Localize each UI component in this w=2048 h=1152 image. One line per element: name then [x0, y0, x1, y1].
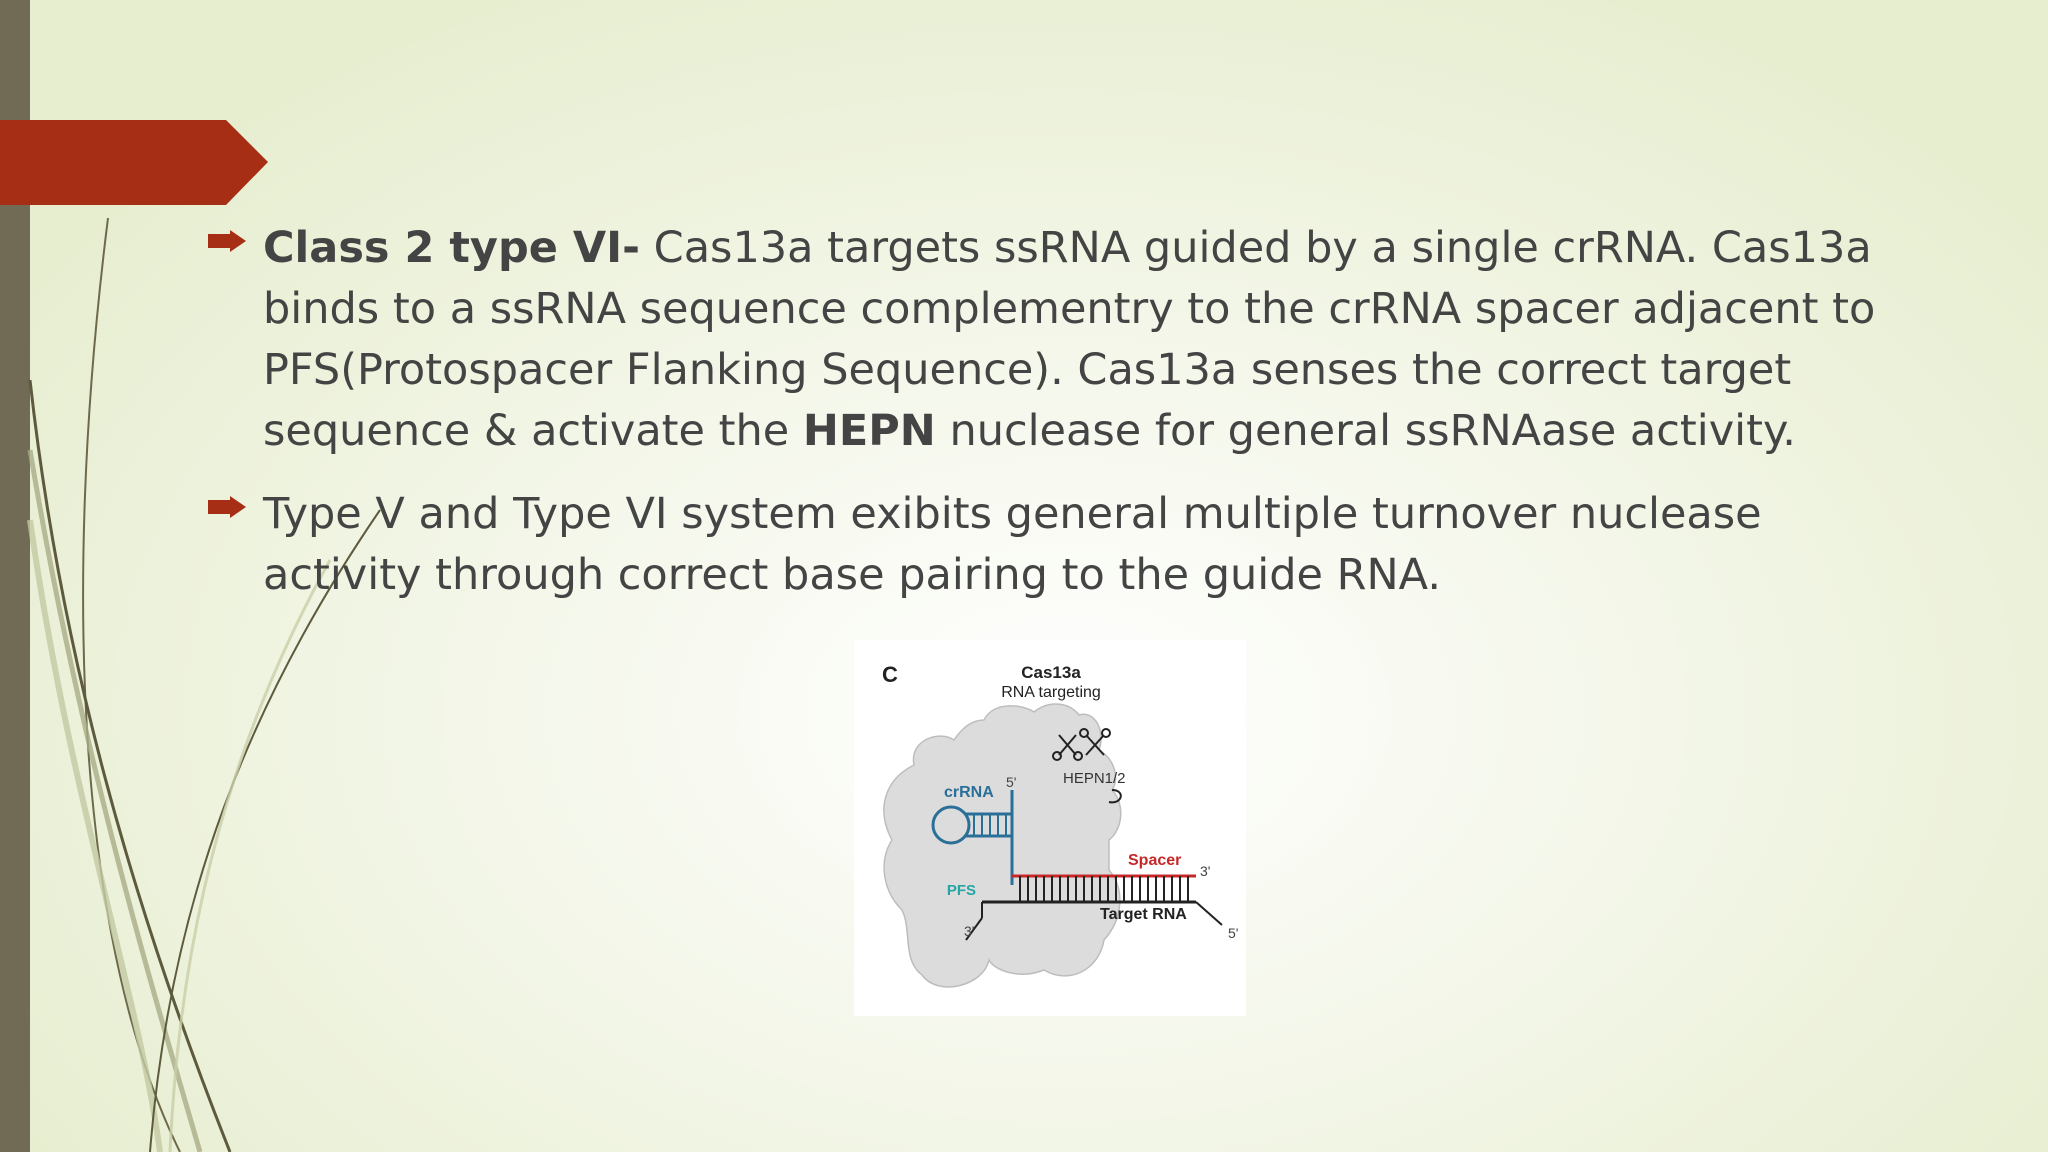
figure-subtitle: RNA targeting	[1001, 684, 1101, 701]
bullet-1-hepn: HEPN	[802, 406, 936, 456]
bullet-item-2: Type V and Type VI system exibits genera…	[208, 484, 1888, 606]
five-prime-right-label: 5'	[1228, 925, 1238, 941]
spacer-label: Spacer	[1128, 852, 1181, 869]
scissors-icon	[1052, 728, 1111, 761]
bullet-2-text: Type V and Type VI system exibits genera…	[263, 489, 1762, 600]
bullet-1-text: Cas13a targets ssRNA guided by a single …	[263, 223, 1876, 456]
bullet-item-1: Class 2 type VI- Cas13a targets ssRNA gu…	[208, 218, 1888, 462]
panel-letter: C	[882, 662, 898, 687]
three-prime-right-label: 3'	[1200, 863, 1210, 879]
hepn-label: HEPN1/2	[1063, 770, 1126, 787]
three-prime-left-label: 3'	[964, 923, 974, 939]
figure-title: Cas13a	[1021, 663, 1081, 682]
bullet-1-lead: Class 2 type VI-	[263, 223, 640, 273]
pfs-label: PFS	[947, 882, 976, 899]
decorative-curves	[27, 217, 381, 1152]
slide-content: Class 2 type VI- Cas13a targets ssRNA gu…	[208, 218, 1888, 628]
arrow-bullet-icon	[208, 230, 246, 252]
cas13a-figure: C Cas13a RNA targeting crRNA 5' HEPN1/2 …	[854, 640, 1246, 1016]
bullet-1-text-end: nuclease for general ssRNAase activity.	[935, 406, 1796, 456]
title-accent-arrow	[0, 120, 268, 205]
arrow-bullet-icon	[208, 496, 246, 518]
crrna-label: crRNA	[944, 784, 994, 801]
five-prime-top-label: 5'	[1006, 774, 1016, 790]
cas13a-protein-shape	[883, 703, 1122, 988]
target-rna-label: Target RNA	[1100, 906, 1187, 923]
